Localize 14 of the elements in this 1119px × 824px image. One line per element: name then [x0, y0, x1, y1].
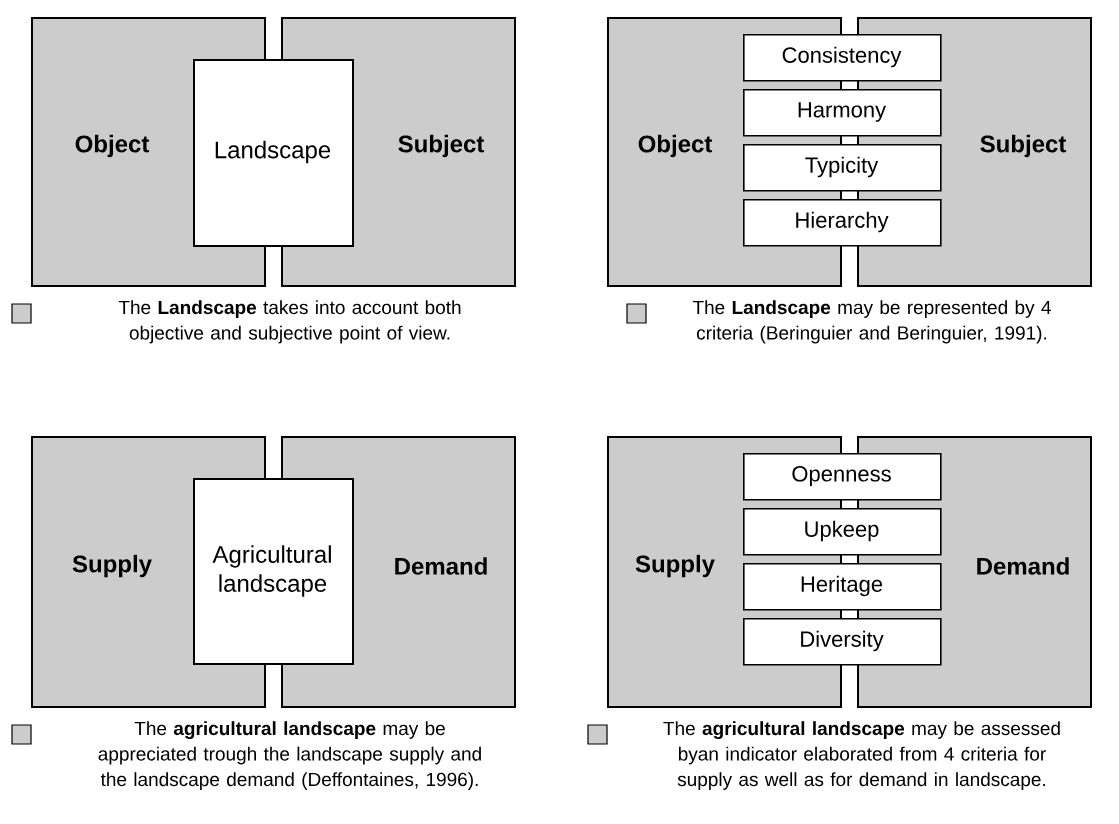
caption: The Landscape takes into account both objective and subjective point of view.: [118, 300, 461, 344]
criterion-box: Hierarchy: [743, 199, 942, 247]
caption: The Landscape may be represented by 4 criteria (Beringuier and Beringuier, 1991).: [692, 300, 1051, 344]
concept-box: Landscape: [193, 59, 354, 247]
criterion-box: Heritage: [743, 563, 942, 611]
criterion-box: Upkeep: [743, 508, 942, 556]
criterion-box: Harmony: [743, 89, 942, 137]
criterion-box: Diversity: [743, 618, 942, 666]
concept-box: Agricultural landscape: [193, 478, 354, 665]
caption: The agricultural landscape may be assessed byan indicator elaborated from 4 criteria for supply as well as for demand in landscape.: [663, 721, 1060, 790]
criterion-box: Consistency: [743, 34, 942, 82]
criterion-box: Openness: [743, 453, 942, 501]
caption: The agricultural landscape may be appreciated trough the landscape supply and the landscape demand (Deffontaines, 1996).: [98, 721, 481, 790]
criterion-box: Typicity: [743, 144, 942, 192]
